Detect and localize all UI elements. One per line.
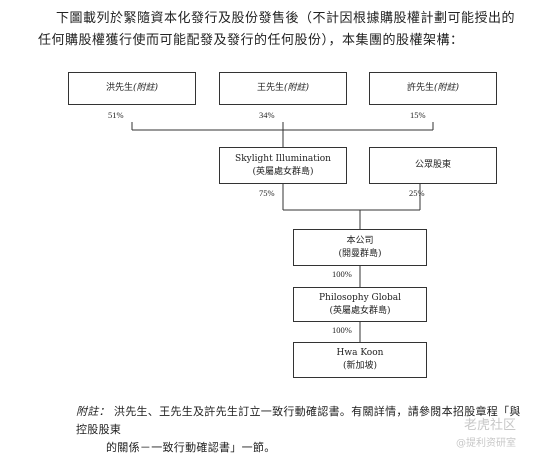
pct-hui: 15% (410, 110, 426, 120)
shareholder-note: (附註) (283, 83, 310, 93)
public-shareholders-box: 公眾股東 (369, 147, 497, 184)
public-shareholders-name: 公眾股東 (414, 160, 451, 170)
pct-hung: 51% (108, 110, 124, 120)
watermark-top: 老虎社区 (464, 418, 517, 433)
shareholder-box-hung: 洪先生(附註) (68, 72, 196, 105)
philosophy-box: Philosophy Global (英屬處女群島) (293, 287, 427, 322)
shareholder-name: 洪先生 (105, 83, 133, 93)
footnote: 附註：洪先生、王先生及許先生訂立一致行動確認書。有關詳情，請參閱本招股章程「與控… (76, 403, 531, 457)
footnote-line-2: 的關係－一致行動確認書」一節。 (106, 441, 276, 454)
pct-public: 25% (409, 188, 425, 198)
shareholder-note: (附註) (132, 83, 159, 93)
shareholder-name: 許先生 (406, 83, 434, 93)
pct-wong: 34% (259, 110, 275, 120)
intro-paragraph: 下圖載列於緊隨資本化發行及股份發售後（不計因根據購股權計劃可能授出的 任何購股權… (38, 8, 531, 52)
skylight-jurisdiction: (英屬處女群島) (252, 166, 314, 177)
watermark-bottom: @提利资研室 (456, 438, 516, 449)
hwakoon-name: Hwa Koon (336, 348, 384, 358)
skylight-box: Skylight Illumination (英屬處女群島) (219, 147, 347, 184)
shareholder-note: (附註) (433, 83, 460, 93)
philosophy-name: Philosophy Global (318, 292, 402, 303)
skylight-name: Skylight Illumination (235, 153, 331, 164)
shareholder-name: 王先生 (256, 83, 284, 93)
footnote-label: 附註： (76, 405, 110, 418)
footnote-line-1: 洪先生、王先生及許先生訂立一致行動確認書。有關詳情，請參閱本招股章程「與控股股東 (76, 405, 521, 436)
pct-philosophy: 100% (332, 325, 352, 335)
philosophy-jurisdiction: (英屬處女群島) (329, 305, 391, 316)
shareholder-box-wong: 王先生(附註) (219, 72, 347, 105)
intro-line-1: 下圖載列於緊隨資本化發行及股份發售後（不計因根據購股權計劃可能授出的 (56, 11, 516, 26)
company-name: 本公司 (346, 235, 374, 246)
hwakoon-jurisdiction: (新加坡) (342, 361, 378, 371)
pct-skylight: 75% (259, 188, 275, 198)
shareholder-box-hui: 許先生(附註) (369, 72, 497, 105)
pct-company: 100% (332, 269, 352, 279)
company-jurisdiction: (開曼群島) (338, 248, 382, 259)
company-box: 本公司 (開曼群島) (293, 229, 427, 266)
hwakoon-box: Hwa Koon (新加坡) (293, 342, 427, 378)
intro-line-2: 任何購股權獲行使而可能配發及發行的任何股份），本集團的股權架構： (38, 33, 464, 48)
